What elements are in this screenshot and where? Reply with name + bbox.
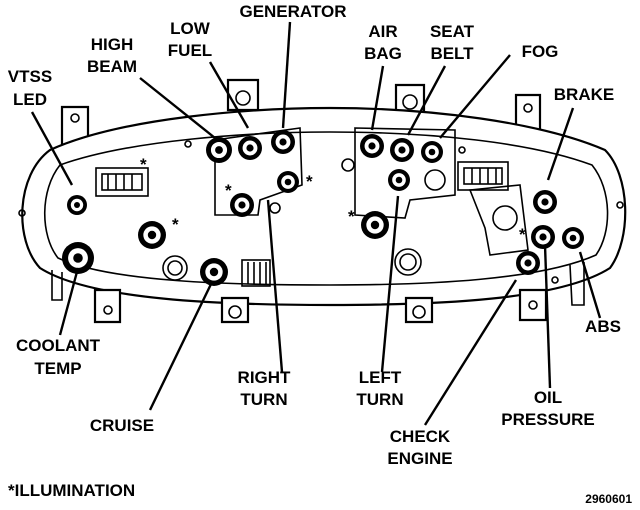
- label-brake: BRAKE: [554, 85, 614, 104]
- socket-cruise: [200, 258, 228, 286]
- label-abs: ABS: [585, 317, 621, 336]
- socket-illum-5: [531, 225, 555, 249]
- leader-oil-pressure: [543, 244, 552, 389]
- leader-right-turn: [266, 199, 284, 373]
- illumination-marker: *: [172, 215, 179, 234]
- leader-high-beam: [139, 77, 216, 139]
- illumination-marker: *: [348, 207, 355, 226]
- leader-abs: [578, 251, 602, 319]
- illumination-marker: *: [306, 172, 313, 191]
- label-cruise: CRUISE: [90, 416, 154, 435]
- leader-vtss-led: [30, 111, 74, 186]
- socket-coolant-temp: [62, 242, 94, 274]
- socket-vtss-led: [67, 195, 87, 215]
- label-generator: GENERATOR: [239, 2, 346, 21]
- socket-illum-2: [277, 171, 299, 193]
- leader-seat-belt: [406, 65, 447, 136]
- leader-check-engine: [423, 279, 518, 426]
- socket-illum-4: [361, 211, 389, 239]
- socket-brake: [533, 190, 557, 214]
- socket-generator: [271, 130, 295, 154]
- socket-check-engine: [516, 251, 540, 275]
- leader-coolant-temp: [58, 267, 80, 336]
- socket-fog: [421, 141, 443, 163]
- socket-air-bag: [360, 134, 384, 158]
- illumination-marker: *: [225, 181, 232, 200]
- socket-illum-3: [138, 221, 166, 249]
- leader-air-bag: [370, 65, 385, 131]
- leader-low-fuel: [208, 61, 250, 129]
- socket-low-fuel: [238, 136, 262, 160]
- cluster-housing: [18, 78, 627, 324]
- leader-brake: [546, 107, 575, 181]
- socket-left-turn: [388, 169, 410, 191]
- socket-high-beam: [206, 137, 232, 163]
- leader-lines: [30, 21, 602, 426]
- socket-illum-1: [230, 193, 254, 217]
- socket-seat-belt: [390, 138, 414, 162]
- leader-left-turn: [380, 195, 400, 373]
- figure-number: 2960601: [585, 492, 632, 506]
- illumination-marker: *: [519, 225, 526, 244]
- illumination-markers: * * * * * *: [140, 155, 526, 244]
- leader-fog: [439, 54, 511, 139]
- illumination-marker: *: [140, 155, 147, 174]
- bulb-sockets: [62, 130, 584, 286]
- illumination-footnote: *ILLUMINATION: [8, 481, 135, 500]
- leader-generator: [281, 21, 292, 129]
- socket-abs: [562, 227, 584, 249]
- leader-cruise: [148, 281, 214, 411]
- label-fog: FOG: [522, 42, 559, 61]
